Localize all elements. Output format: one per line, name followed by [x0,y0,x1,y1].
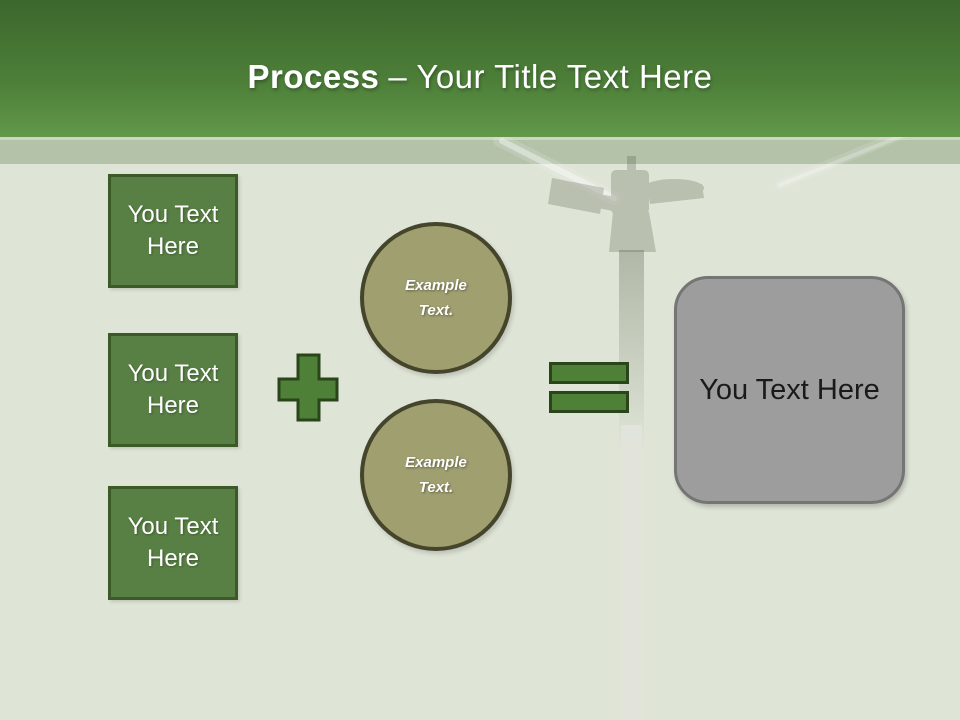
example-circle-1: Example Text. [360,222,512,374]
placeholder-label: You Text Here [127,201,219,260]
grass-band-highlight [0,136,960,141]
slide-title-keyword: Process [247,57,380,95]
text-placeholder-box-3: You Text Here [108,486,238,600]
circle-text-line2: Text. [418,479,454,496]
title-bar: Process– Your Title Text Here [0,0,960,137]
result-placeholder-box: You Text Here [674,276,905,504]
equals-icon [549,362,629,384]
grass-band [0,140,960,164]
text-placeholder-box-1: You Text Here [108,174,238,288]
equals-icon [549,391,629,413]
result-label: You Text Here [699,373,880,406]
circle-text-line1: Example [405,453,467,471]
sprinkler-pole [621,425,642,720]
placeholder-label: You Text Here [127,360,219,419]
circle-text-line2: Text. [418,302,454,319]
sprinkler-silhouette [548,156,704,252]
sprinkler-lower-body [619,250,644,450]
text-placeholder-box-2: You Text Here [108,333,238,447]
slide-title-rest: – Your Title Text Here [388,57,713,95]
slide-title: Process– Your Title Text Here [247,42,712,96]
plus-icon [277,353,339,422]
placeholder-label: You Text Here [127,513,219,572]
example-circle-2: Example Text. [360,399,512,551]
circle-text-line1: Example [405,276,467,294]
